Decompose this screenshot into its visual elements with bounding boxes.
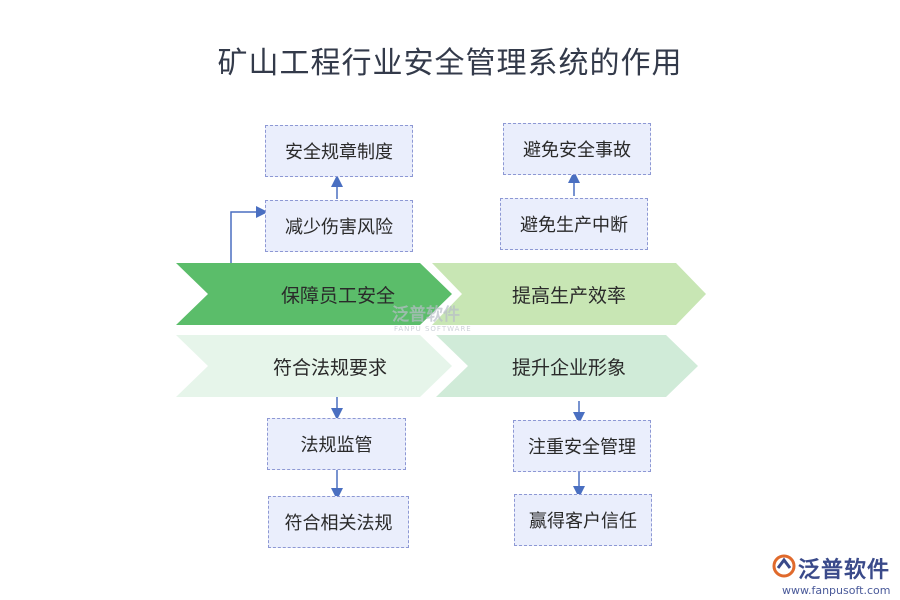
box-reduce-injury-risk: 减少伤害风险 [265,200,413,252]
watermark-name: 泛普软件 [392,305,460,325]
chevron-label: 提升企业形象 [511,356,626,379]
chevron-regulatory-compliance: 符合法规要求 [208,335,452,397]
chevron-shape-compliance [176,335,452,397]
box-comply-regulations: 符合相关法规 [268,496,409,548]
chevron-employee-safety: 保障员工安全 [208,263,452,325]
diagram-title: 矿山工程行业安全管理系统的作用 [217,46,683,81]
brand-logo: 泛普软件 www.fanpusoft.com [772,552,892,597]
watermark-sub: FANPU SOFTWARE [394,325,472,333]
box-avoid-production-interruption: 避免生产中断 [500,198,648,250]
logo-url: www.fanpusoft.com [782,584,891,597]
watermark: 泛普软件 FANPU SOFTWARE [392,300,472,333]
box-safety-management: 注重安全管理 [513,420,651,472]
chevron-production-efficiency: 提高生产效率 [462,263,676,325]
box-safety-regulations: 安全规章制度 [265,125,413,177]
chevron-label: 提高生产效率 [511,284,626,307]
box-avoid-accidents: 避免安全事故 [503,123,651,175]
chevron-label: 符合法规要求 [272,356,387,379]
chevron-shape-safety [176,263,452,325]
logo-icon [772,554,796,578]
box-customer-trust: 赢得客户信任 [514,494,652,546]
box-regulatory-supervision: 法规监管 [267,418,406,470]
chevron-shape-image [436,335,698,397]
connector-elbow-arrow [230,206,268,263]
logo-name: 泛普软件 [798,558,891,583]
chevron-shape-efficiency [432,263,706,325]
chevron-corporate-image: 提升企业形象 [468,335,678,397]
chevron-label: 保障员工安全 [280,284,395,307]
